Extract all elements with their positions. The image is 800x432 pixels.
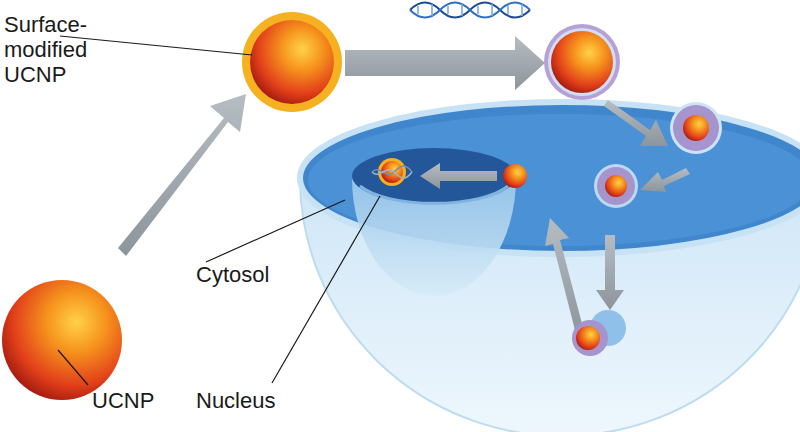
cell (300, 102, 800, 432)
leader-lines (58, 36, 380, 385)
part-label: UCNP (92, 388, 182, 413)
region-label: Cytosol (196, 262, 296, 287)
region-label: Nucleus (196, 388, 306, 413)
dna-helix (410, 3, 530, 18)
nucleus (352, 148, 516, 296)
ucnp-particles (2, 12, 722, 400)
part-label: Surface-modified UCNP (4, 12, 122, 87)
